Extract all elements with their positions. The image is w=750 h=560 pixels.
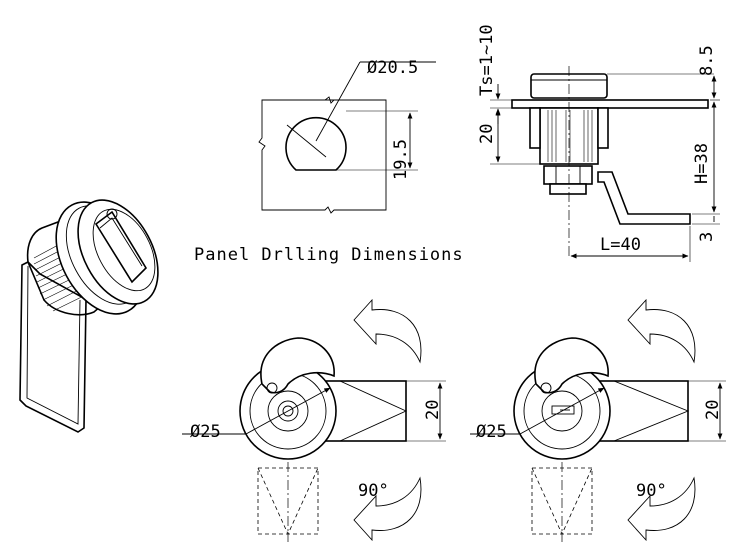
front1-rotation-label: 90°	[358, 481, 389, 501]
front2-width-label: 20	[703, 400, 723, 420]
side-view: Ts=1∼10 8.5 20 H=38 3 L=40	[477, 24, 720, 262]
front-view-key: Ø25 20 90°	[470, 298, 726, 542]
head-height-label: 8.5	[697, 45, 717, 76]
cutout-flat-label: 19.5	[391, 139, 411, 180]
ts-label: Ts=1∼10	[477, 24, 497, 96]
front1-diameter-label: Ø25	[190, 422, 221, 442]
cam-thickness-label: 3	[697, 232, 717, 242]
front2-rotation-label: 90°	[636, 481, 667, 501]
cam-length-label: L=40	[600, 235, 641, 255]
thread-length-label: 20	[477, 124, 497, 144]
front2-diameter-label: Ø25	[476, 422, 507, 442]
isometric-lock-view	[19, 199, 159, 433]
front-view-screwdriver: Ø25 20 90°	[182, 298, 446, 542]
front1-width-label: 20	[423, 400, 443, 420]
panel-cutout-view: Ø20.5 19.5	[258, 58, 436, 214]
panel-drilling-caption: Panel Drlling Dimensions	[194, 245, 464, 265]
offset-height-label: H=38	[692, 143, 712, 184]
cutout-diameter-label: Ø20.5	[367, 58, 418, 78]
